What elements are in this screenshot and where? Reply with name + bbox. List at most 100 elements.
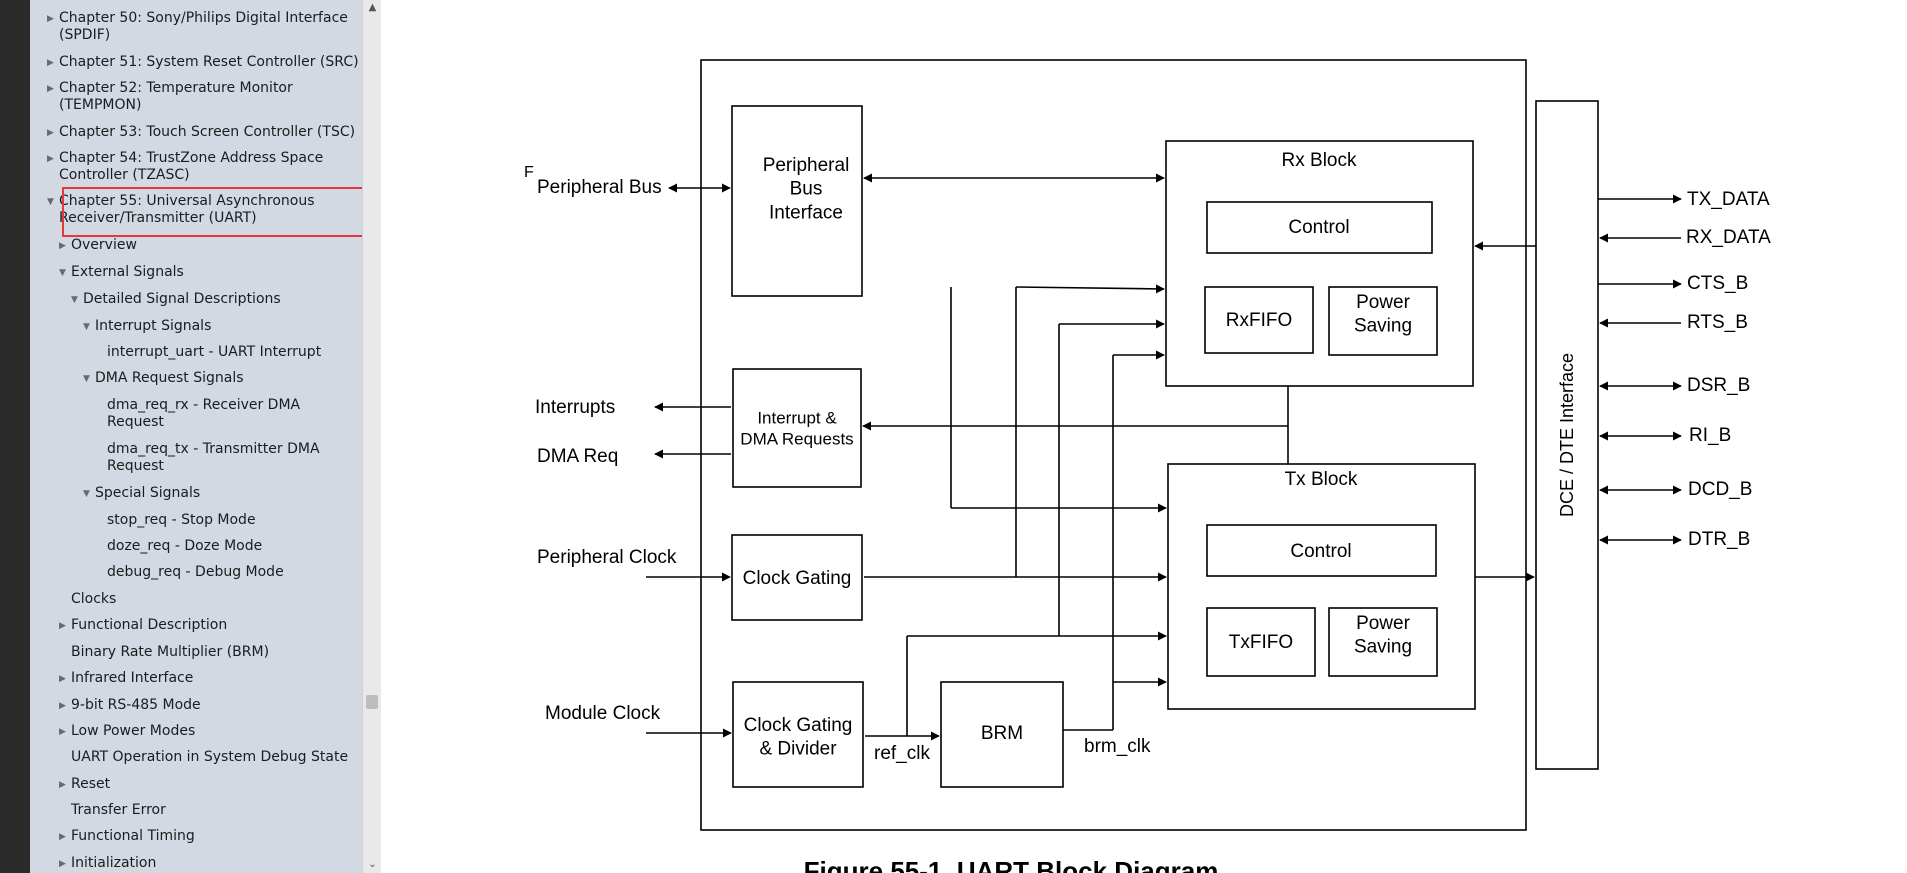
collapse-triangle-icon[interactable]: ▶ xyxy=(47,14,54,24)
collapse-triangle-icon[interactable]: ▶ xyxy=(59,701,66,711)
toc-item[interactable]: Special Signals xyxy=(95,485,201,501)
toc-item[interactable]: Clocks xyxy=(71,591,117,607)
toc-item[interactable]: interrupt_uart - UART Interrupt xyxy=(107,344,322,360)
collapse-triangle-icon[interactable]: ▶ xyxy=(47,58,54,68)
signal-rts-b: RTS_B xyxy=(1687,312,1748,333)
toc-item[interactable]: Reset xyxy=(71,776,111,792)
clock-gating-block xyxy=(731,534,863,621)
expand-triangle-icon[interactable]: ▼ xyxy=(59,268,66,278)
collapse-triangle-icon[interactable]: ▶ xyxy=(59,780,66,790)
module-clock-label: Module Clock xyxy=(545,703,661,724)
toc-item[interactable]: Detailed Signal Descriptions xyxy=(83,291,281,307)
dce-dte-label: DCE / DTE Interface xyxy=(1557,353,1577,517)
toc-item[interactable]: UART Operation in System Debug State xyxy=(71,749,349,765)
tx-control-label: Control xyxy=(1290,541,1351,562)
txfifo-block xyxy=(1206,607,1316,677)
toc-item[interactable]: Chapter 53: Touch Screen Controller (TSC… xyxy=(59,124,356,140)
expand-triangle-icon[interactable]: ▼ xyxy=(47,197,54,207)
collapse-triangle-icon[interactable]: ▶ xyxy=(59,727,66,737)
peripheral-clock-label: Peripheral Clock xyxy=(537,547,677,568)
window-edge xyxy=(0,0,30,873)
chevron-down-icon[interactable]: ⌄ xyxy=(368,859,377,870)
toc-item[interactable]: Functional Timing xyxy=(71,828,195,844)
signal-rx-data: RX_DATA xyxy=(1686,227,1771,248)
collapse-triangle-icon[interactable]: ▶ xyxy=(59,832,66,842)
signal-dsr-b: DSR_B xyxy=(1687,375,1750,396)
collapse-triangle-icon[interactable]: ▶ xyxy=(47,84,54,94)
txfifo-label: TxFIFO xyxy=(1229,632,1293,653)
collapse-triangle-icon[interactable]: ▶ xyxy=(59,859,66,869)
toc-item[interactable]: Chapter 52: Temperature Monitor (TEMPMON… xyxy=(59,80,293,113)
signal-cts-b: CTS_B xyxy=(1687,273,1748,294)
toc-item[interactable]: Binary Rate Multiplier (BRM) xyxy=(71,644,270,660)
clock-gating-label: Clock Gating xyxy=(743,568,852,589)
expand-triangle-icon[interactable]: ▼ xyxy=(83,489,90,499)
interrupts-label: Interrupts xyxy=(535,397,615,418)
toc-item[interactable]: dma_req_rx - Receiver DMA Request xyxy=(107,397,301,430)
signal-ri-b: RI_B xyxy=(1689,425,1731,446)
peripheral-bus-label: Peripheral Bus xyxy=(537,177,662,198)
expand-triangle-icon[interactable]: ▼ xyxy=(83,374,90,384)
tx-control-block xyxy=(1206,524,1437,577)
collapse-triangle-icon[interactable]: ▶ xyxy=(47,128,54,138)
toc-item[interactable]: doze_req - Doze Mode xyxy=(107,538,263,554)
rx-control-label: Control xyxy=(1288,217,1349,238)
tx-block-label: Tx Block xyxy=(1285,469,1358,490)
toc-item[interactable]: Chapter 55: Universal Asynchronous Recei… xyxy=(59,193,315,226)
stray-mark: F xyxy=(524,164,534,181)
selected-item-highlight xyxy=(62,187,362,237)
uart-frame xyxy=(700,59,1527,831)
expand-triangle-icon[interactable]: ▼ xyxy=(83,322,90,332)
toc-item[interactable]: Low Power Modes xyxy=(71,723,196,739)
collapse-triangle-icon[interactable]: ▶ xyxy=(47,154,54,164)
expand-triangle-icon[interactable]: ▼ xyxy=(71,295,78,305)
toc-item[interactable]: 9-bit RS-485 Mode xyxy=(71,697,201,713)
toc-item[interactable]: Infrared Interface xyxy=(71,670,194,686)
interrupt-dma-label: Interrupt &DMA Requests xyxy=(740,408,853,448)
toc-item[interactable]: Chapter 54: TrustZone Address Space Cont… xyxy=(59,150,324,183)
toc-sidebar[interactable]: ▶ Chapter 50: Sony/Philips Digital Interf… xyxy=(30,0,362,873)
toc-item[interactable]: Chapter 50: Sony/Philips Digital Interfa… xyxy=(59,10,348,43)
toc-item[interactable]: Initialization xyxy=(71,855,157,871)
clock-gating-divider-label: Clock Gating& Divider xyxy=(744,715,853,760)
toc-item[interactable]: dma_req_tx - Transmitter DMA Request xyxy=(107,441,320,474)
rx-block xyxy=(1165,140,1474,387)
dce-dte-block xyxy=(1535,100,1599,770)
brm-clk-label: brm_clk xyxy=(1084,736,1151,757)
toc-item[interactable]: Overview xyxy=(71,237,137,253)
collapse-triangle-icon[interactable]: ▶ xyxy=(59,241,66,251)
toc-item[interactable]: DMA Request Signals xyxy=(95,370,244,386)
interrupt-dma-block xyxy=(732,368,862,488)
toc-scrollbar[interactable]: ▲ ⌄ xyxy=(362,0,382,873)
tx-block xyxy=(1167,463,1476,710)
ref-clk-label: ref_clk xyxy=(874,743,930,764)
rxfifo-block xyxy=(1204,286,1314,354)
toc-item[interactable]: debug_req - Debug Mode xyxy=(107,564,284,580)
collapse-triangle-icon[interactable]: ▶ xyxy=(59,621,66,631)
rx-power-saving-block xyxy=(1328,286,1438,356)
toc-item[interactable]: Transfer Error xyxy=(71,802,166,818)
scrollbar-thumb[interactable] xyxy=(366,695,378,709)
peripheral-bus-interface-block xyxy=(731,105,863,297)
toc-item[interactable]: stop_req - Stop Mode xyxy=(107,512,256,528)
signal-tx-data: TX_DATA xyxy=(1687,189,1770,210)
figure-caption: Figure 55-1. UART Block Diagram xyxy=(804,856,1219,873)
tx-power-saving-block xyxy=(1328,607,1438,677)
rxfifo-label: RxFIFO xyxy=(1226,310,1293,331)
rx-block-label: Rx Block xyxy=(1282,150,1357,171)
clock-gating-divider-block xyxy=(732,681,864,788)
signal-dcd-b: DCD_B xyxy=(1688,479,1752,500)
brm-label: BRM xyxy=(981,723,1023,744)
brm-block xyxy=(940,681,1064,788)
toc-item[interactable]: External Signals xyxy=(71,264,184,280)
signal-dtr-b: DTR_B xyxy=(1688,529,1750,550)
collapse-triangle-icon[interactable]: ▶ xyxy=(59,674,66,684)
toc-item[interactable]: Interrupt Signals xyxy=(95,318,212,334)
triangle-up-icon[interactable]: ▲ xyxy=(368,2,377,13)
toc-item[interactable]: Chapter 51: System Reset Controller (SRC… xyxy=(59,54,359,70)
toc-item[interactable]: Functional Description xyxy=(71,617,228,633)
rx-control-block xyxy=(1206,201,1433,254)
